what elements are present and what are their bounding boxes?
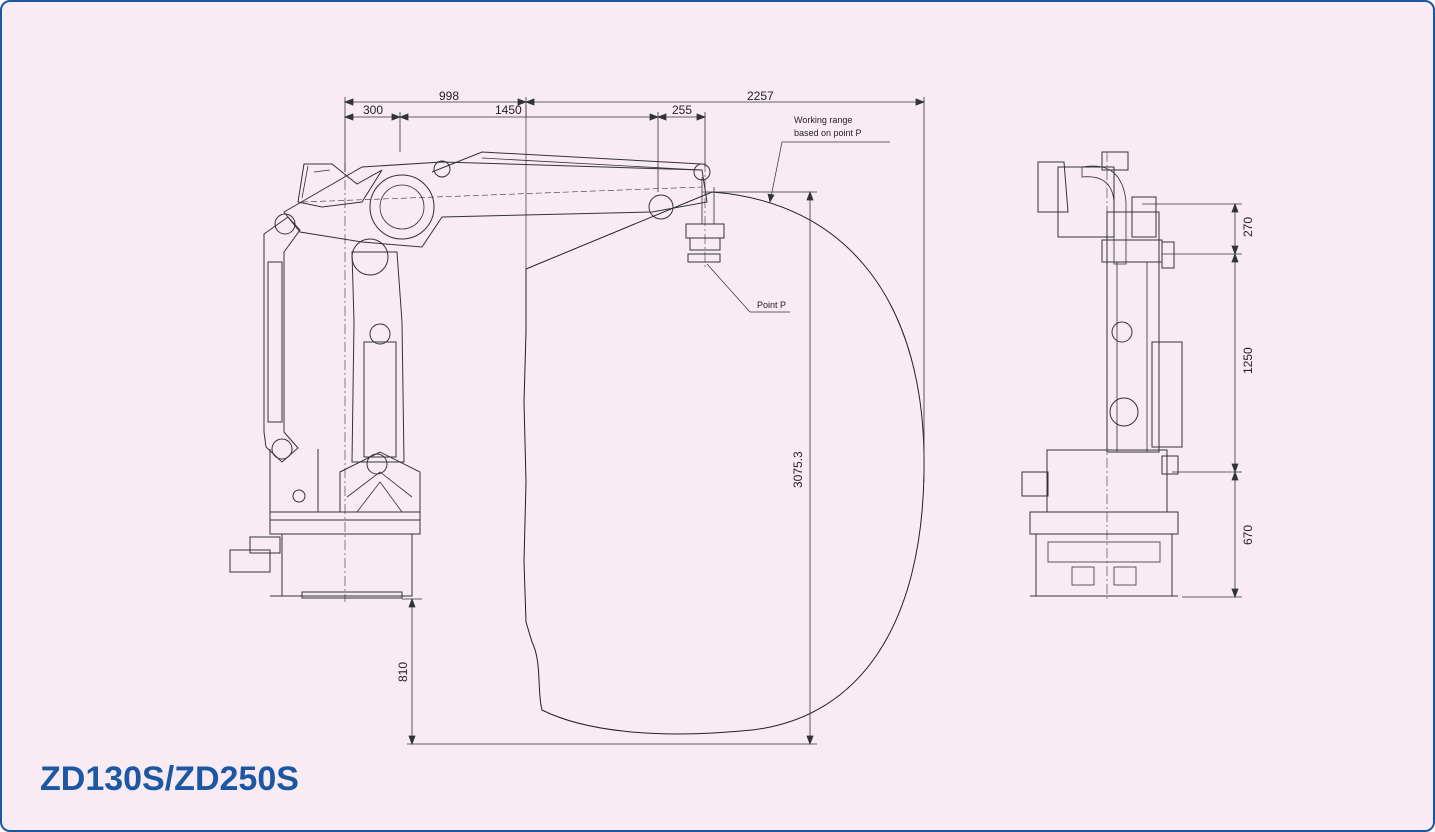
dim-670: 670 xyxy=(1241,525,1255,545)
top-dimensions xyxy=(343,97,926,482)
dim-255: 255 xyxy=(672,103,692,117)
side-view: 998 2257 300 1450 255 Working range base… xyxy=(229,89,926,746)
working-range-callout xyxy=(767,141,890,203)
upper-arm xyxy=(283,151,711,248)
point-p-label: Point P xyxy=(757,300,786,310)
front-view: 270 1250 670 xyxy=(1021,151,1255,602)
working-range-label-2: based on point P xyxy=(794,128,862,138)
dim-270: 270 xyxy=(1241,217,1255,237)
working-range-label-1: Working range xyxy=(794,115,852,125)
dim-810: 810 xyxy=(396,662,410,682)
point-p-callout xyxy=(706,263,790,313)
dim-1250: 1250 xyxy=(1241,347,1255,374)
front-dimensions xyxy=(1142,202,1242,599)
rear-link xyxy=(263,213,319,512)
height-dimension xyxy=(702,190,817,746)
floor-dimension xyxy=(402,597,817,746)
dim-1450: 1450 xyxy=(495,103,522,117)
model-title: ZD130S/ZD250S xyxy=(40,760,299,798)
dim-300: 300 xyxy=(363,103,383,117)
dim-2257: 2257 xyxy=(747,89,774,103)
rear-bracket xyxy=(297,163,383,208)
robot-base xyxy=(229,489,421,599)
main-column xyxy=(339,238,421,513)
working-range-envelope xyxy=(523,191,925,735)
dim-998: 998 xyxy=(439,89,459,103)
dim-3075: 3075.3 xyxy=(791,451,805,488)
